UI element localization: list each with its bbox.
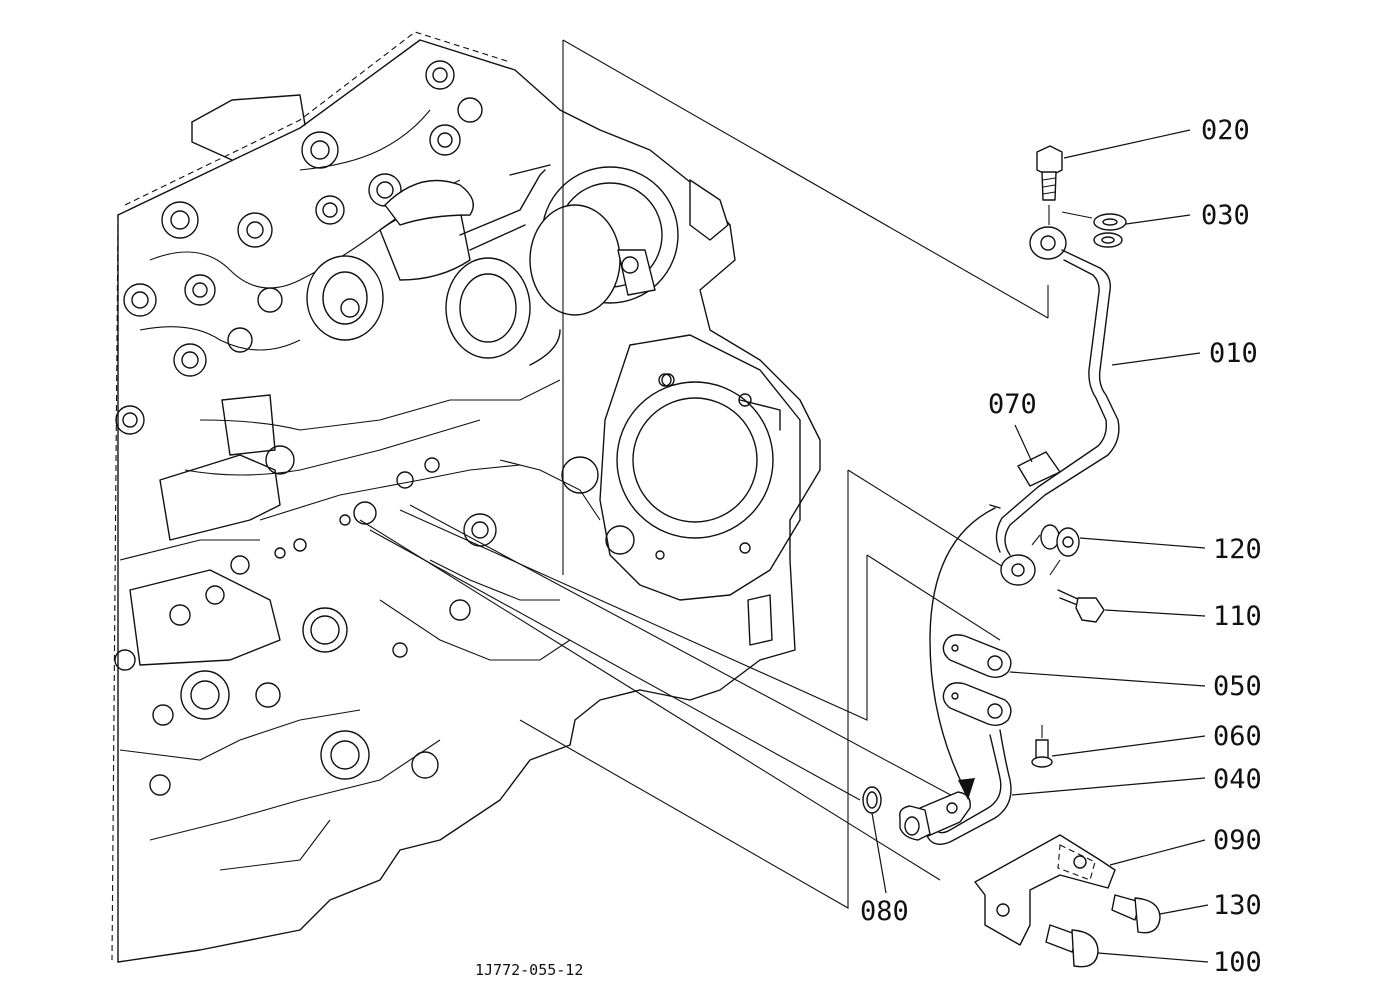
callout-130: 130: [1213, 890, 1262, 921]
callout-120: 120: [1213, 534, 1262, 565]
part-130-bolt: [1111, 894, 1161, 934]
callout-010: 010: [1209, 338, 1258, 369]
callout-080: 080: [860, 896, 909, 927]
callout-070: 070: [988, 389, 1037, 420]
callout-100: 100: [1213, 947, 1262, 978]
document-id: 1J772-055-12: [475, 961, 583, 979]
part-110-bolt: [1057, 589, 1105, 623]
projection-lines: [359, 39, 1049, 909]
callout-050: 050: [1213, 671, 1262, 702]
callout-labels: 020 030 010 070 120 110 050 060 040 090 …: [860, 115, 1262, 978]
callout-090: 090: [1213, 825, 1262, 856]
callout-060: 060: [1213, 721, 1262, 752]
part-080-o-ring: [862, 786, 882, 814]
callout-110: 110: [1213, 601, 1262, 632]
gear-case: [599, 334, 801, 646]
callout-040: 040: [1213, 764, 1262, 795]
engine-block: [111, 31, 821, 963]
assembly-arrow: [929, 504, 1001, 800]
part-090-bracket: [974, 834, 1116, 946]
part-030-washers: [1061, 211, 1127, 248]
callout-020: 020: [1201, 115, 1250, 146]
turbocharger: [306, 164, 729, 366]
part-060-bolt: [1031, 725, 1053, 768]
callout-030: 030: [1201, 200, 1250, 231]
part-050-gaskets: [942, 634, 1012, 727]
part-010-oil-pipe: [995, 226, 1120, 586]
part-100-bolt: [1045, 924, 1099, 968]
part-020-banjo-bolt: [1036, 145, 1063, 225]
leader-lines: [871, 129, 1209, 963]
part-040-return-pipe: [899, 729, 1012, 845]
part-120-washers: [1040, 524, 1080, 576]
